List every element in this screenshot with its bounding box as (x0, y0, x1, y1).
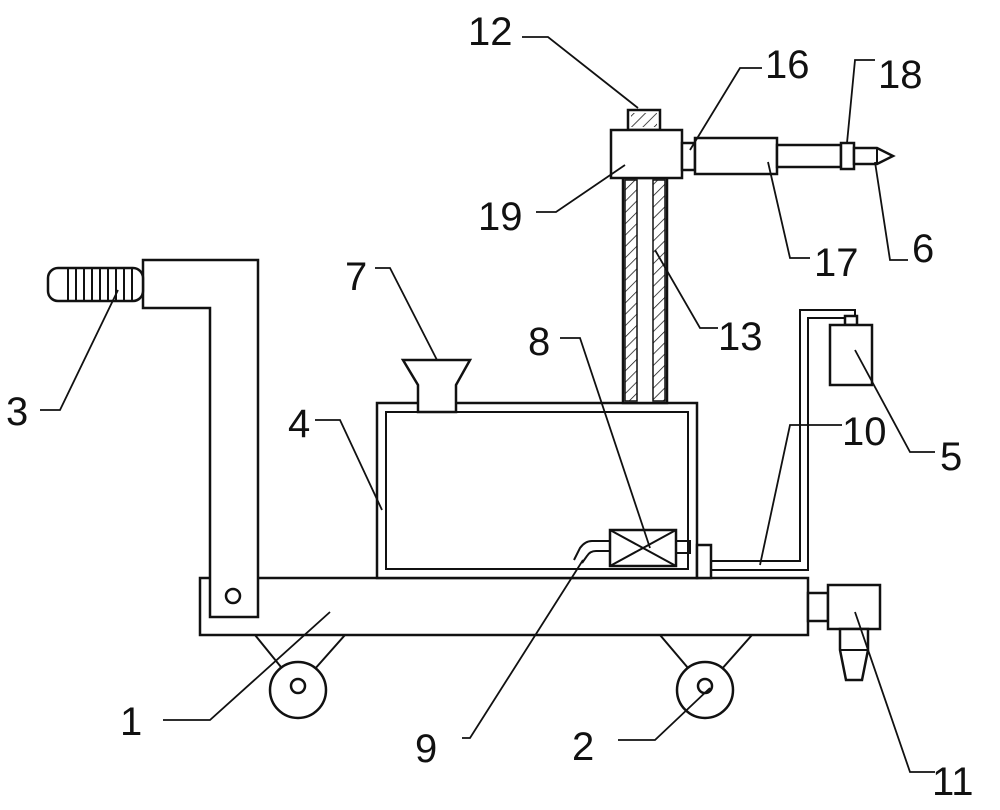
label-3: 3 (6, 390, 28, 434)
label-2: 2 (572, 725, 594, 769)
part-12-top-cap (626, 108, 662, 132)
part-11-clamp-nozzle (806, 583, 882, 682)
label-8: 8 (528, 320, 550, 364)
part-6-nozzle-tip (852, 146, 896, 166)
part-5-spray-head (828, 314, 874, 387)
label-18: 18 (878, 53, 923, 97)
label-12: 12 (468, 10, 513, 54)
part-18-collar (839, 141, 856, 171)
label-19: 19 (478, 195, 523, 239)
label-1: 1 (120, 700, 142, 744)
label-4: 4 (288, 402, 310, 446)
part-17-arm (693, 136, 843, 176)
label-13: 13 (718, 315, 763, 359)
part-2-wheels (254, 634, 753, 720)
part-3-grip (46, 266, 145, 303)
label-11: 11 (932, 760, 974, 804)
part-9-inlet-pipe (573, 540, 610, 564)
label-16: 16 (765, 43, 810, 87)
part-labels: 1 2 3 4 5 6 7 8 9 10 11 12 13 16 17 18 1… (6, 10, 974, 804)
handle-arm (141, 258, 260, 619)
part-13-column (621, 176, 669, 405)
part-19-slider-block (609, 128, 684, 180)
label-9: 9 (415, 727, 437, 771)
label-7: 7 (345, 255, 367, 299)
part-7-funnel (400, 358, 473, 414)
leader-lines (40, 36, 935, 773)
part-16-joint (680, 141, 697, 172)
part-8-pump (608, 528, 678, 568)
label-10: 10 (842, 410, 887, 454)
part-1-base-plate (198, 576, 810, 637)
label-6: 6 (912, 227, 934, 271)
label-5: 5 (940, 435, 962, 479)
label-17: 17 (814, 241, 859, 285)
